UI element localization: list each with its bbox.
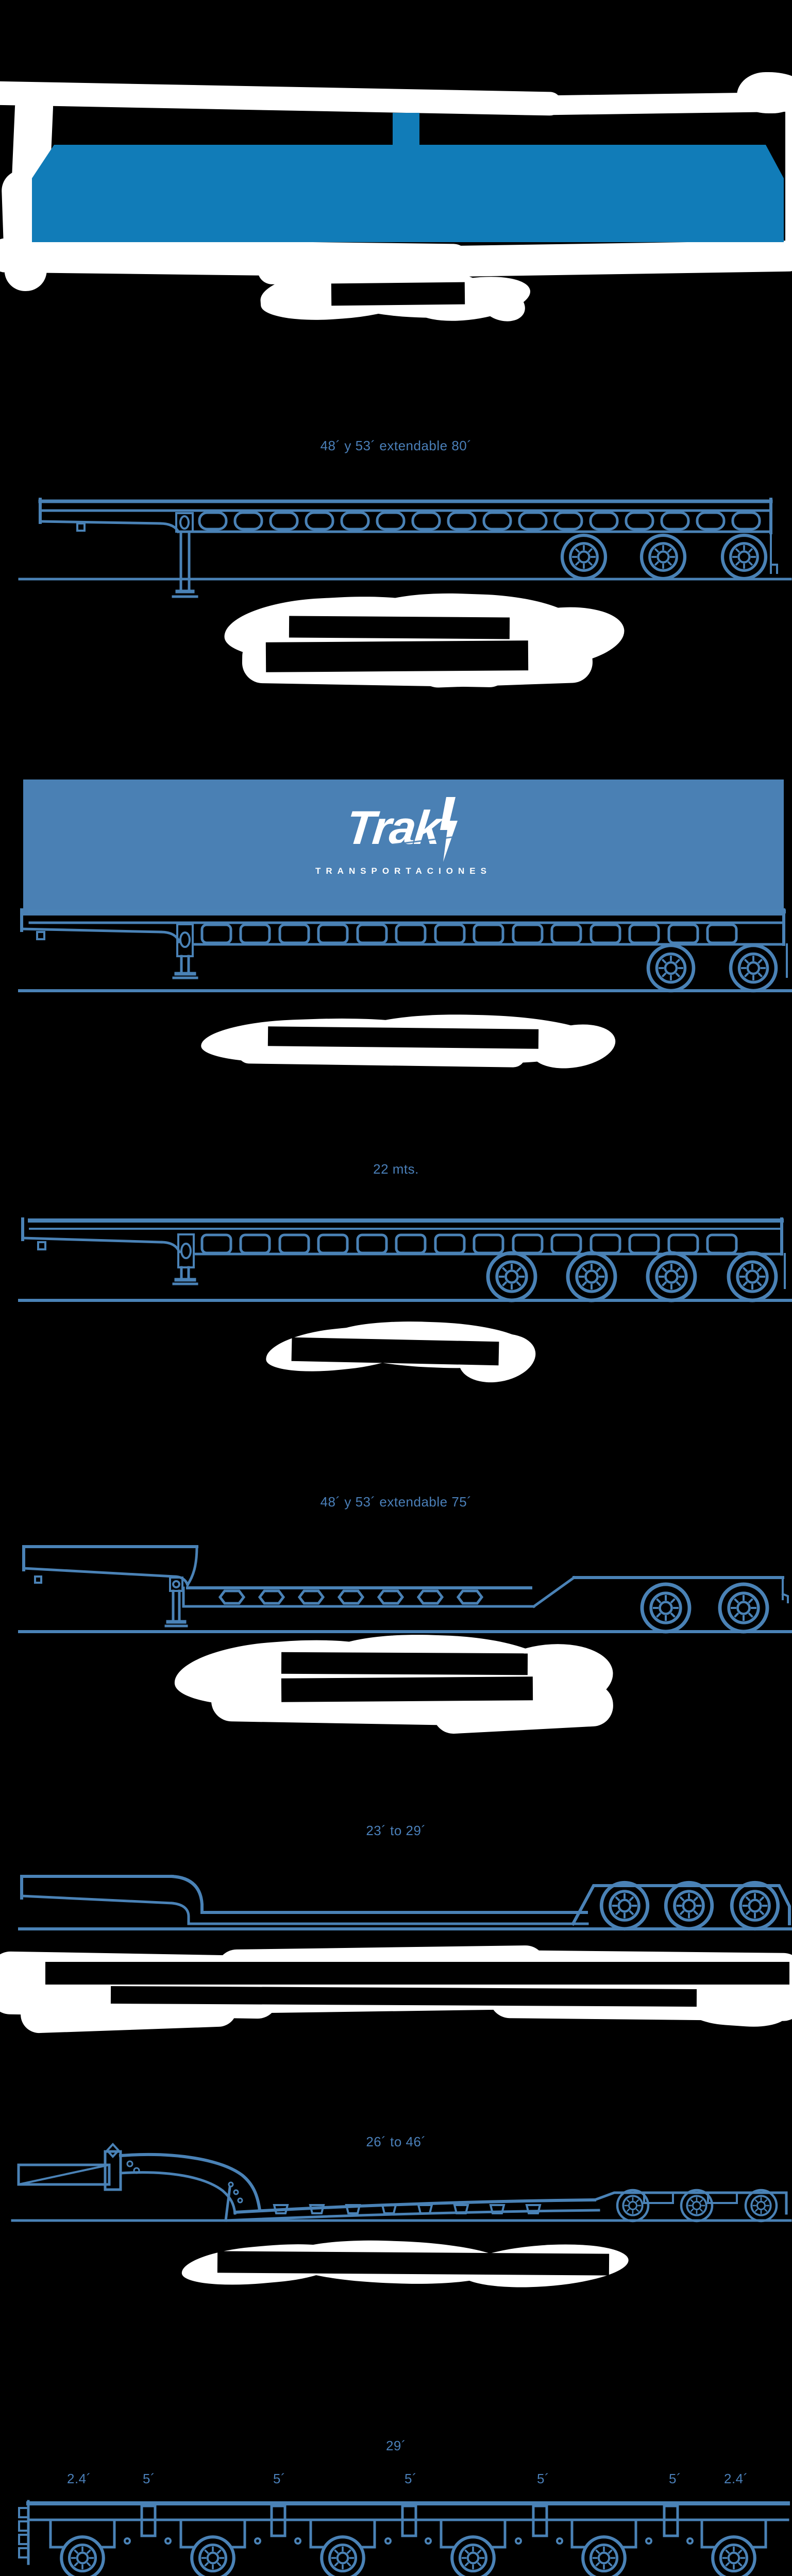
wheel: [192, 2537, 234, 2576]
redaction-blob: [1, 169, 48, 292]
wheel: [601, 1883, 648, 1929]
redacted-text-block: [291, 1337, 499, 1366]
lightning-bolt-icon: [440, 797, 461, 867]
redaction-blob: [437, 240, 792, 277]
axle-spacing-label: 5´: [405, 2471, 417, 2486]
stepdeck-extendable-75-diagram: [18, 1545, 792, 1632]
lowboy-23-29-diagram: [18, 1874, 792, 1929]
wheel: [583, 2537, 625, 2576]
dimension-label-rgn-26-46: 26´ to 46´: [366, 2134, 426, 2149]
brand-logo: Trak: [23, 797, 784, 867]
flatbed-tandem-diagram: [18, 908, 792, 991]
wheel: [729, 1253, 776, 1300]
flatbed-48-53-extendable-80-diagram: [18, 498, 792, 598]
wheel: [648, 945, 694, 991]
flatbed-22-mts-diagram: [18, 1217, 792, 1300]
redaction-blob: [737, 72, 792, 113]
brand-subtitle: TRANSPORTACIONES: [315, 866, 492, 876]
redacted-text-block: [45, 1962, 789, 1985]
wheel: [666, 1883, 712, 1929]
wheel: [617, 2190, 648, 2221]
redacted-text-block: [331, 282, 465, 306]
axle-spacing-label: 2.4´: [724, 2471, 748, 2486]
redacted-text-block: [281, 1652, 528, 1675]
redacted-text-block: [281, 1676, 533, 1702]
wheel: [648, 1253, 695, 1300]
redacted-text-block: [265, 640, 529, 672]
wheel: [732, 1883, 778, 1929]
wheel: [562, 535, 605, 579]
brand-banner: Trak TRANSPORTACIONES: [23, 779, 784, 916]
dimension-label-modular-29: 29´: [385, 2438, 407, 2453]
dimension-label-22-mts: 22 mts.: [373, 1161, 419, 1177]
wheel: [642, 535, 685, 579]
front-view-shape: [32, 113, 784, 242]
dimension-label-lowboy-23-29: 23´ to 29´: [366, 1823, 426, 1838]
axle-spacing-label: 5´: [537, 2471, 550, 2486]
wheel: [722, 535, 766, 579]
wheel: [746, 2190, 777, 2221]
redacted-text-block: [267, 1026, 539, 1049]
redacted-text-block: [289, 616, 510, 639]
rgn-26-46-diagram: [11, 2143, 792, 2221]
wheel: [681, 2190, 712, 2221]
redacted-text-block: [217, 2251, 610, 2276]
wheel: [568, 1253, 615, 1300]
dimension-label-flatbed-80: 48´ y 53´ extendable 80´: [320, 438, 472, 453]
wheel: [452, 2537, 494, 2576]
axle-spacing-label: 5´: [143, 2471, 156, 2486]
wheel: [720, 1584, 767, 1632]
wheel: [488, 1253, 535, 1300]
dimension-label-flatbed-75: 48´ y 53´ extendable 75´: [320, 1494, 472, 1510]
wheel: [61, 2537, 104, 2576]
axle-spacing-label: 5´: [669, 2471, 682, 2486]
redaction-blob: [0, 81, 562, 116]
wheel: [322, 2537, 364, 2576]
wheel: [713, 2537, 755, 2576]
redaction-blob: [785, 106, 792, 250]
wheel: [642, 1584, 689, 1632]
axle-spacing-label: 5´: [273, 2471, 286, 2486]
wheel: [731, 945, 776, 991]
modular-platform-29-diagram: [18, 2500, 790, 2576]
redacted-text-block: [110, 1986, 697, 2007]
axle-spacing-label: 2.4´: [67, 2471, 91, 2486]
